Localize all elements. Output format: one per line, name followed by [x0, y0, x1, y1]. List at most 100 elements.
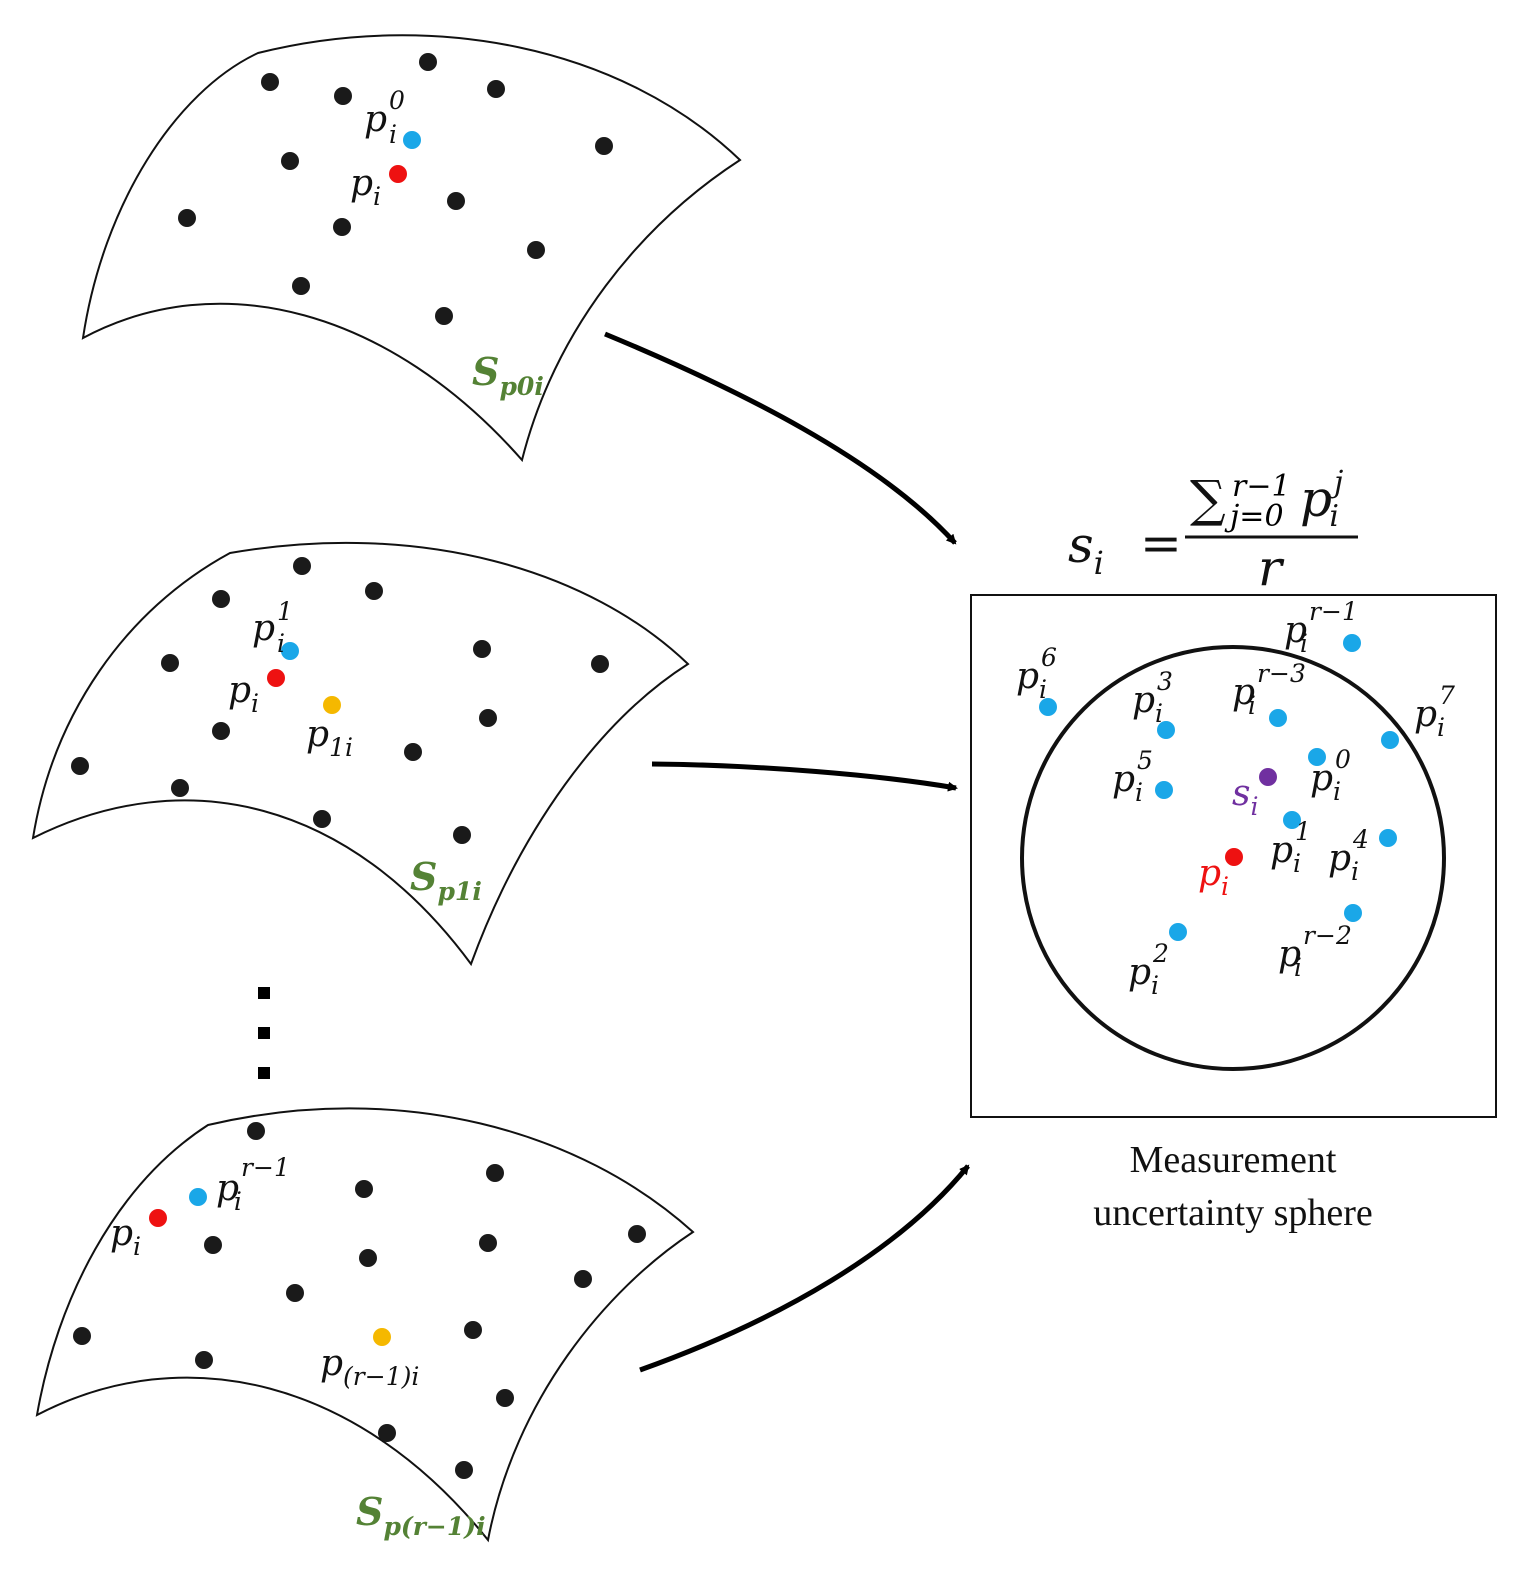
- sphere-point-3: [1157, 721, 1175, 739]
- nearest-point-pr1i: [373, 1328, 391, 1346]
- label-pr1i: p(r−1)i: [320, 1343, 419, 1391]
- sphere-point-0: [1308, 748, 1326, 766]
- sample-point-pi-r1: [189, 1188, 207, 1206]
- formula-sum-upper: r−1: [1232, 469, 1291, 504]
- surface-point: [359, 1249, 377, 1267]
- formula-lhs: si: [1068, 516, 1104, 582]
- surface-point: [161, 654, 179, 672]
- ellipsis-dot: [258, 1027, 270, 1039]
- surface-point: [73, 1327, 91, 1345]
- surface-2-points: [71, 557, 609, 844]
- arrows: [604, 331, 970, 1373]
- arrow-surface-2: [651, 761, 958, 792]
- sphere-point-5: [1155, 781, 1173, 799]
- sphere-point-4: [1379, 829, 1397, 847]
- surface-point: [464, 1321, 482, 1339]
- surface-2-outline: [31, 541, 690, 967]
- surface-point: [378, 1424, 396, 1442]
- arrow-surface-3: [639, 1164, 970, 1373]
- surface-point: [171, 779, 189, 797]
- surface-point: [527, 241, 545, 259]
- sphere-frame: [970, 594, 1497, 1118]
- formula-sum: ∑: [1190, 470, 1226, 528]
- surface-point: [595, 137, 613, 155]
- measured-point-pi: [389, 165, 407, 183]
- surface-point: [247, 1122, 265, 1140]
- surface-point: [628, 1225, 646, 1243]
- surface-point: [261, 73, 279, 91]
- label-pi: pi: [110, 1213, 141, 1261]
- surface-point: [286, 1284, 304, 1302]
- surface-point: [486, 1164, 504, 1182]
- surface-point: [435, 307, 453, 325]
- surface-point: [333, 218, 351, 236]
- sphere-point-r3: [1269, 709, 1287, 727]
- surface-1-name: Sp0i: [472, 349, 544, 401]
- surface-point: [453, 826, 471, 844]
- label-pi: pi: [228, 670, 259, 718]
- label-pi-red: pi: [1198, 853, 1229, 901]
- surface-3-name: Sp(r−1)i: [356, 1489, 486, 1541]
- surface-1-points: [178, 53, 613, 325]
- sphere-point-1: [1283, 811, 1301, 829]
- sphere-point-r1: [1343, 634, 1361, 652]
- mean-point-si: [1259, 768, 1277, 786]
- surface-3-points: [73, 1122, 646, 1479]
- surface-3-outline: [35, 1107, 695, 1543]
- sample-point-pi0: [403, 131, 421, 149]
- surface-point: [212, 722, 230, 740]
- ellipsis-dot: [258, 1067, 270, 1079]
- formula-denominator: r: [1258, 539, 1285, 597]
- surface-point: [479, 1234, 497, 1252]
- surface-point: [281, 152, 299, 170]
- surface-point: [404, 743, 422, 761]
- label-p1i: p1i: [306, 714, 353, 762]
- sample-point-pi1: [281, 642, 299, 660]
- measured-point-pi: [1225, 848, 1243, 866]
- measured-point-pi: [267, 669, 285, 687]
- formula-sum-lower: j=0: [1224, 499, 1284, 534]
- surface-point: [178, 209, 196, 227]
- surface-point: [574, 1270, 592, 1288]
- uncertainty-sphere: [1020, 645, 1446, 1071]
- ellipsis-dot: [258, 987, 270, 999]
- surface-point: [355, 1180, 373, 1198]
- sphere-sample-points: [1039, 634, 1399, 941]
- surface-point: [591, 655, 609, 673]
- surface-point: [447, 192, 465, 210]
- label-pi: pi: [350, 163, 381, 211]
- surface-point: [313, 810, 331, 828]
- surface-point: [473, 640, 491, 658]
- surface-point: [487, 80, 505, 98]
- surface-point: [419, 53, 437, 71]
- surface-point: [479, 709, 497, 727]
- surface-point: [71, 757, 89, 775]
- caption-line-1: Measurement: [1130, 1139, 1337, 1181]
- surface-2-name: Sp1i: [410, 854, 482, 906]
- surface-point: [365, 582, 383, 600]
- sphere-point-2: [1169, 923, 1187, 941]
- surface-point: [292, 277, 310, 295]
- caption-line-2: uncertainty sphere: [1093, 1192, 1373, 1234]
- formula-equals: =: [1140, 514, 1182, 572]
- surface-point: [195, 1351, 213, 1369]
